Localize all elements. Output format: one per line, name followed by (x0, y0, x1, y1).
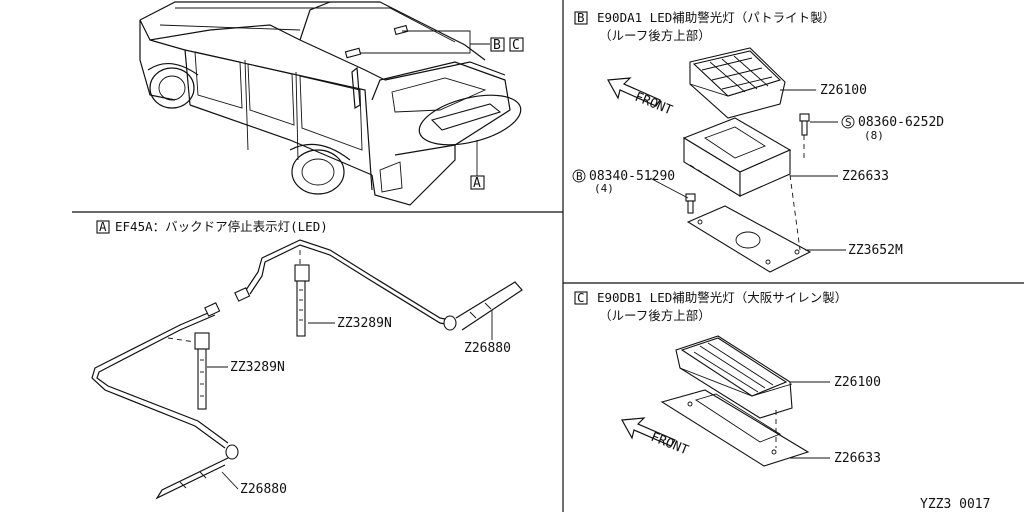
section-c-subtitle: （ルーフ後方上部） (599, 308, 711, 323)
part-zz3289n-upper: ZZ3289N (337, 316, 392, 331)
callout-a: A (470, 175, 485, 191)
callout-a-label: A (473, 176, 481, 191)
callout-b-label: B (493, 38, 501, 53)
part-zz3289n-lower: ZZ3289N (230, 360, 285, 375)
part-08340: 08340-51290 (589, 169, 675, 184)
callout-b: B (490, 37, 505, 53)
part-z26880-right: Z26880 (464, 341, 511, 356)
part-08360-qty: (8) (864, 129, 884, 142)
section-c-front: FRONT (649, 430, 691, 459)
section-b-front: FRONT (633, 90, 675, 119)
footer-code: YZZ3 0017 (920, 497, 990, 512)
callout-c: C (509, 37, 524, 53)
section-a: A EF45A：バックドア停止表示灯(LED) (91, 219, 523, 500)
bolt-s-marker: S (845, 116, 852, 129)
part-08360: 08360-6252D (858, 115, 944, 130)
section-b-subtitle: （ルーフ後方上部） (599, 28, 711, 43)
panel-dividers (72, 0, 1024, 512)
part-z26633-b: Z26633 (842, 169, 889, 184)
section-c-marker: C (577, 290, 585, 305)
front-arrow-icon (621, 417, 676, 447)
part-z26100-c: Z26100 (834, 375, 881, 390)
part-z26633-c: Z26633 (834, 451, 881, 466)
part-08340-qty: (4) (594, 182, 614, 195)
section-b-marker: B (577, 10, 585, 25)
vehicle-illustration (139, 1, 522, 206)
part-zz3652m: ZZ3652M (848, 243, 903, 258)
section-b-title: E90DA1 LED補助警光灯（パトライト製） (597, 10, 835, 25)
section-a-title: EF45A：バックドア停止表示灯(LED) (115, 219, 328, 234)
callout-c-label: C (512, 38, 520, 53)
part-z26100-b: Z26100 (820, 83, 867, 98)
screw-b-marker: B (576, 170, 583, 183)
front-arrow-icon (607, 77, 661, 107)
section-c-title: E90DB1 LED補助警光灯（大阪サイレン製） (597, 290, 847, 305)
part-z26880-left: Z26880 (240, 482, 287, 497)
section-c: C E90DB1 LED補助警光灯（大阪サイレン製） （ルーフ後方上部） FRO… (574, 290, 881, 467)
section-b: B E90DA1 LED補助警光灯（パトライト製） （ルーフ後方上部） FRON… (572, 10, 944, 273)
section-a-marker: A (99, 219, 107, 234)
